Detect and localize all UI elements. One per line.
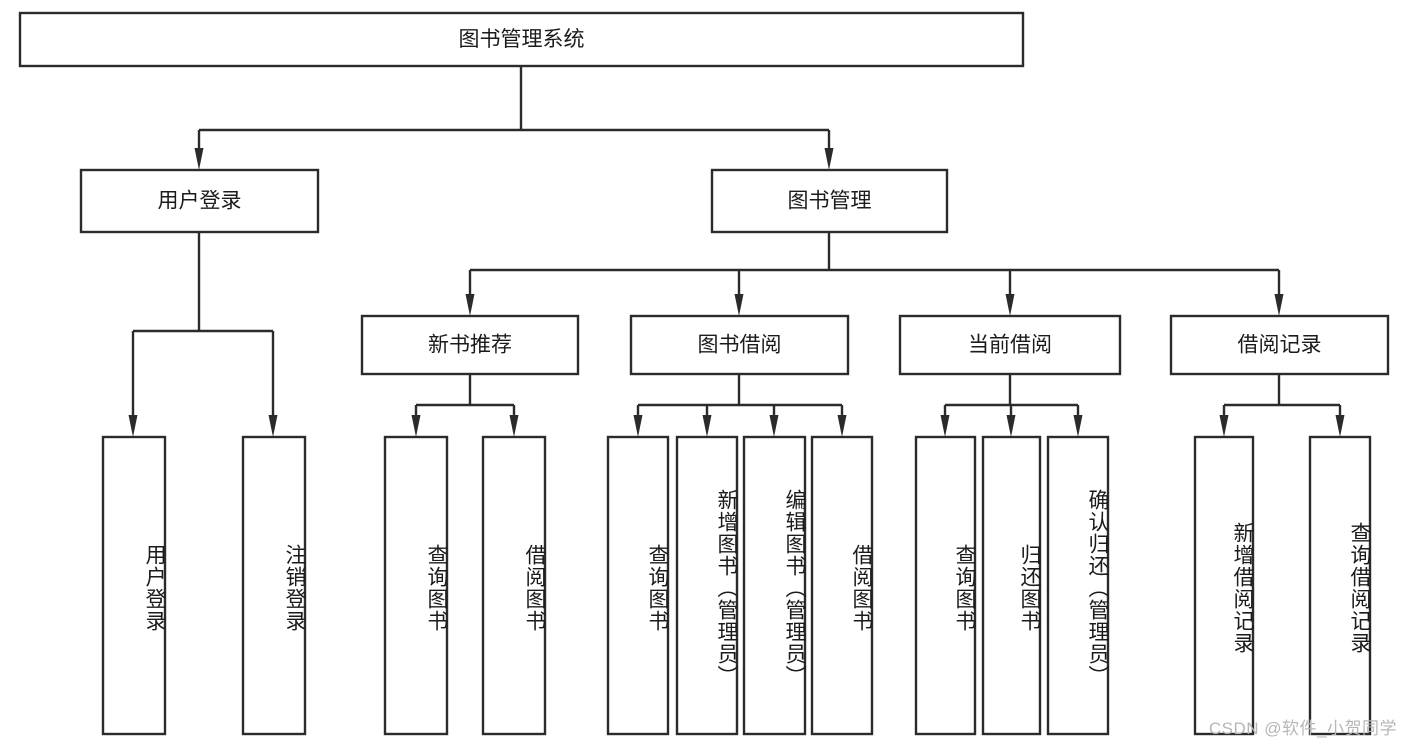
arrow-down-icon-userlogin-0 [128,415,138,437]
node-user-login[interactable]: 用户登录 [79,168,320,234]
arrow-down-icon-leaf-0-0 [411,415,421,437]
node-leaf-borrow-book-rec[interactable] [481,435,547,736]
node-box-leaf-query-borrow-record[interactable] [1308,435,1372,736]
node-label-book-borrow: 图书借阅 [698,334,782,357]
arrow-down-icon-leaf-1-0 [633,415,643,437]
node-box-leaf-borrow-book-rec[interactable] [481,435,547,736]
node-leaf-borrow-book[interactable] [810,435,874,736]
arrow-down-icon-leaf-0-1 [509,415,519,437]
node-leaf-confirm-return[interactable] [1046,435,1110,736]
node-label-borrow-record: 借阅记录 [1238,334,1322,357]
arrow-down-icon-leaf-2-1 [1006,415,1016,437]
node-box-leaf-edit-book[interactable] [742,435,807,736]
arrow-down-icon-root-0 [194,148,204,170]
node-box-leaf-query-book-current[interactable] [914,435,977,736]
arrow-down-icon-userlogin-1 [268,415,278,437]
node-leaf-return-book[interactable] [981,435,1042,736]
watermark-text: CSDN @软件_小贺同学 [1208,719,1397,738]
node-leaf-query-book-current[interactable] [914,435,977,736]
node-leaf-add-book[interactable] [675,435,739,736]
arrow-down-icon-bookmgmt-0 [465,294,475,316]
arrow-down-icon-leaf-2-0 [940,415,950,437]
arrow-down-icon-leaf-3-0 [1219,415,1229,437]
arrow-down-icon-bookmgmt-3 [1274,294,1284,316]
arrow-down-icon-root-1 [824,148,834,170]
node-book-management[interactable]: 图书管理 [710,168,949,234]
node-label-current-borrow: 当前借阅 [968,334,1052,357]
node-box-leaf-confirm-return[interactable] [1046,435,1110,736]
node-borrow-record[interactable]: 借阅记录 [1169,314,1390,376]
arrow-down-icon-leaf-3-1 [1335,415,1345,437]
node-box-root[interactable] [18,11,1025,68]
node-leaf-query-book-rec[interactable] [383,435,449,736]
node-leaf-query-borrow-record[interactable] [1308,435,1372,736]
node-label-user-login: 用户登录 [158,190,242,213]
node-box-leaf-borrow-book[interactable] [810,435,874,736]
node-leaf-edit-book[interactable] [742,435,807,736]
arrow-down-icon-leaf-2-2 [1073,415,1083,437]
node-leaf-query-book-borrow[interactable] [606,435,670,736]
node-box-leaf-query-book-rec[interactable] [383,435,449,736]
arrow-down-icon-bookmgmt-1 [734,294,744,316]
node-box-leaf-return-book[interactable] [981,435,1042,736]
node-leaf-add-borrow-record[interactable] [1193,435,1255,736]
node-box-borrow-record[interactable] [1169,314,1390,376]
node-box-current-borrow[interactable] [898,314,1122,376]
node-box-book-management[interactable] [710,168,949,234]
node-box-book-borrow[interactable] [629,314,850,376]
node-book-borrow[interactable]: 图书借阅 [629,314,850,376]
arrow-down-icon-leaf-1-3 [837,415,847,437]
node-box-leaf-add-borrow-record[interactable] [1193,435,1255,736]
node-label-book-management: 图书管理 [788,190,872,213]
node-box-leaf-logout[interactable] [241,435,307,736]
node-box-leaf-query-book-borrow[interactable] [606,435,670,736]
node-box-leaf-user-login[interactable] [101,435,167,736]
connector-layer [128,66,1345,437]
node-label-root: 图书管理系统 [459,28,585,51]
node-new-book-recommend[interactable]: 新书推荐 [360,314,580,376]
arrow-down-icon-leaf-1-1 [702,415,712,437]
node-root[interactable]: 图书管理系统 [18,11,1025,68]
node-label-new-book-recommend: 新书推荐 [428,334,512,357]
node-box-new-book-recommend[interactable] [360,314,580,376]
node-leaf-user-login[interactable] [101,435,167,736]
node-current-borrow[interactable]: 当前借阅 [898,314,1122,376]
node-leaf-logout[interactable] [241,435,307,736]
node-box-leaf-add-book[interactable] [675,435,739,736]
arrow-down-icon-leaf-1-2 [769,415,779,437]
node-box-user-login[interactable] [79,168,320,234]
arrow-down-icon-bookmgmt-2 [1005,294,1015,316]
